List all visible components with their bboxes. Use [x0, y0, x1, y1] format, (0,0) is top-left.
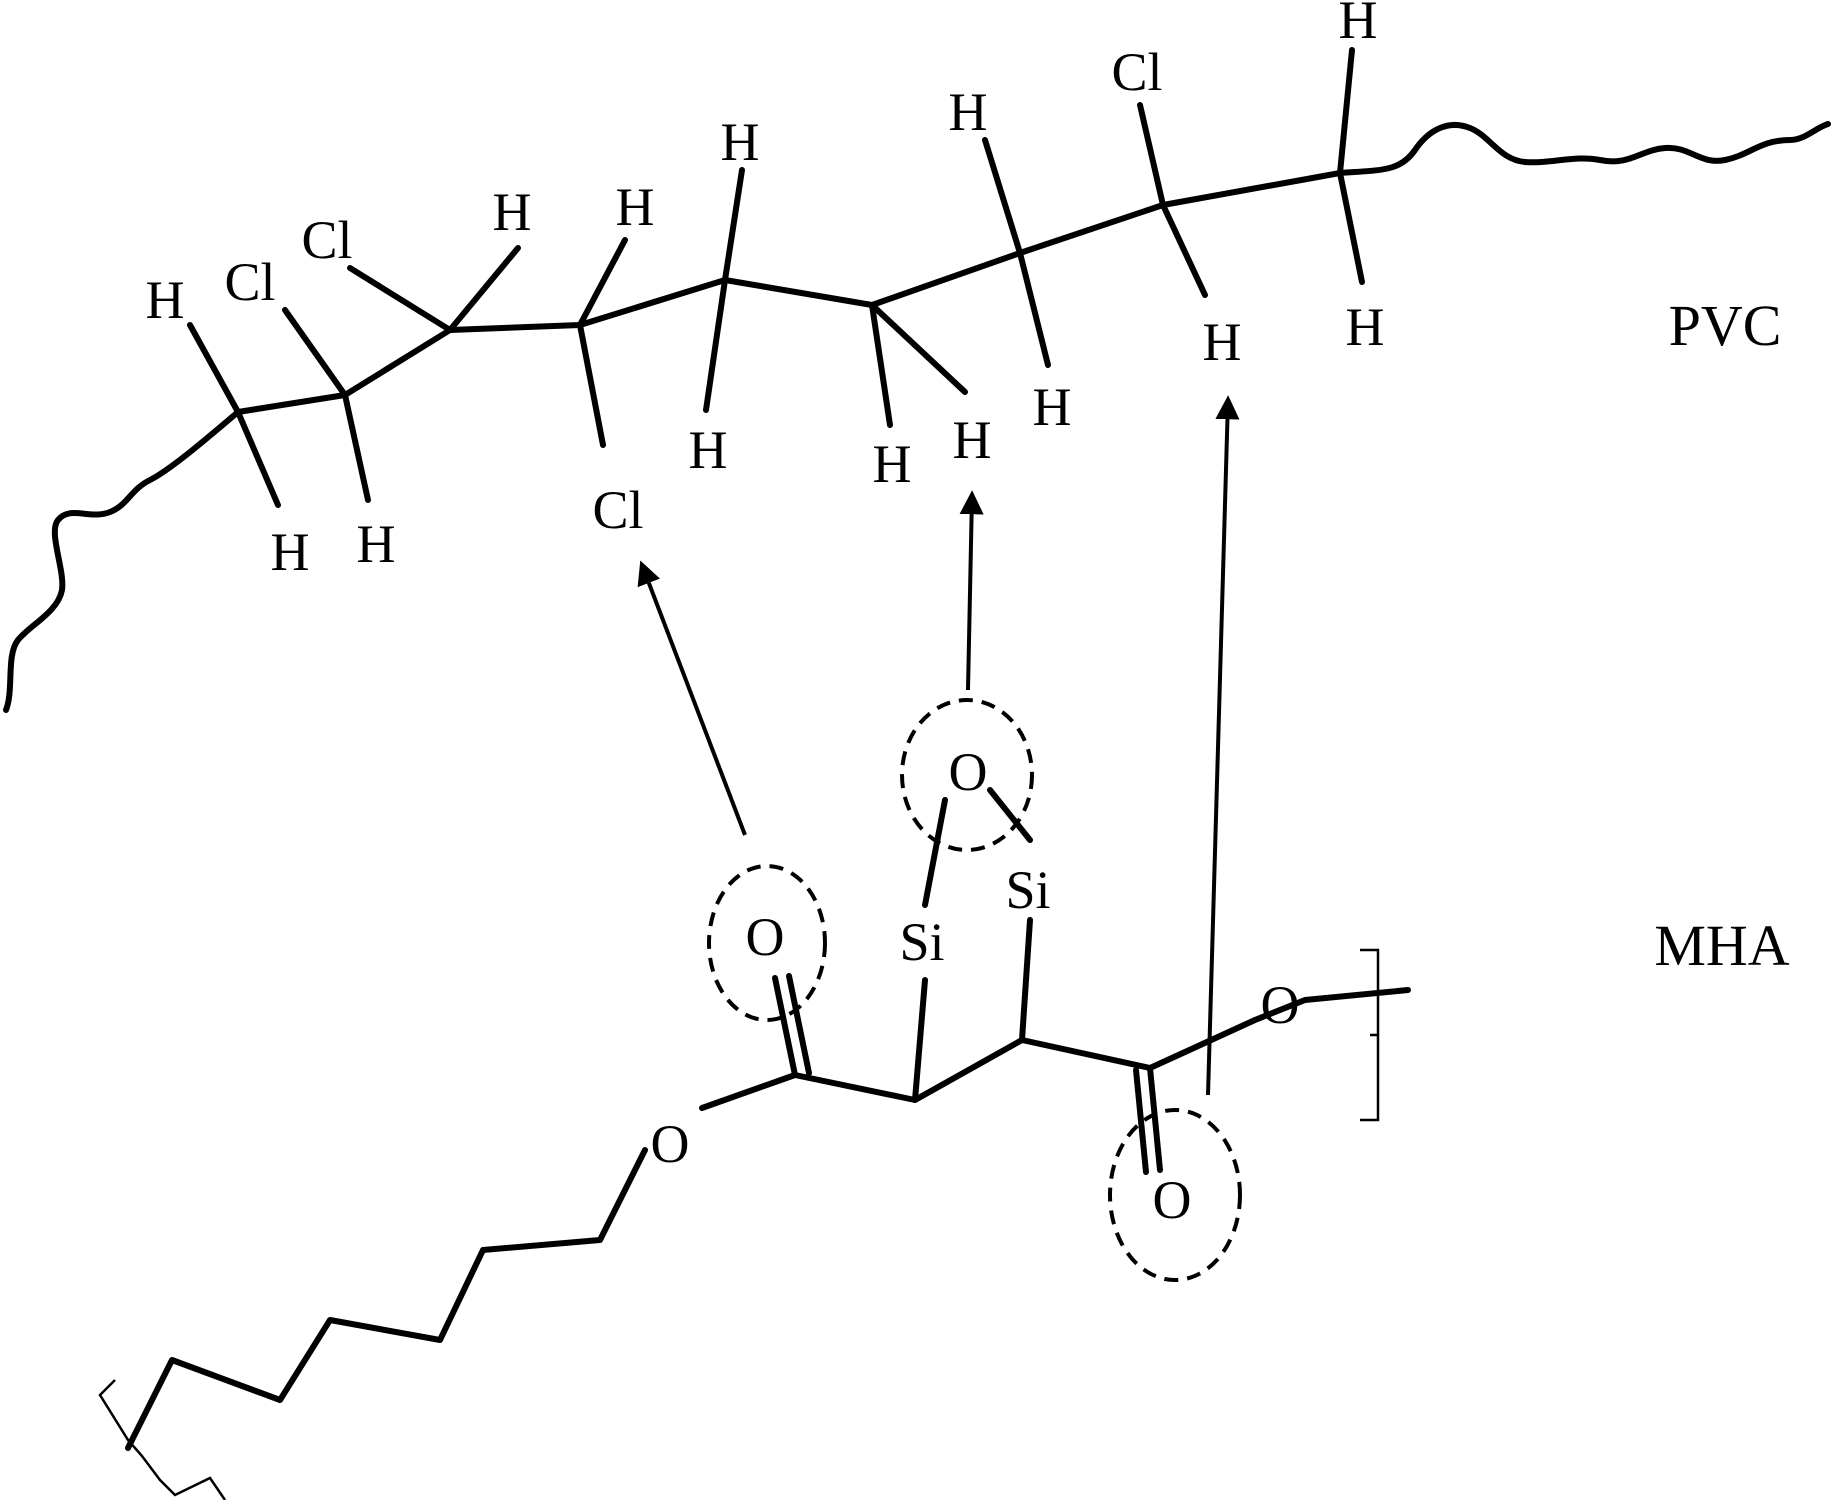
- bond-c2-cl: [282, 307, 348, 398]
- pvc-atom-h: H: [1203, 312, 1242, 372]
- bond-c9-h-down: [1337, 170, 1365, 285]
- bond-c5-h-down: [703, 277, 728, 413]
- pvc-chain: H Cl H H Cl H H Cl H H H H H H Cl H H H: [3, 0, 1831, 713]
- pvc-atom-h: H: [1033, 377, 1072, 437]
- bond-c4-cl: [577, 237, 628, 328]
- bond-c8-cl: [1137, 102, 1166, 208]
- pvc-atom-h: H: [689, 420, 728, 480]
- pvc-atom-cl: Cl: [1111, 42, 1162, 102]
- pvc-wavy-tail-right: [1337, 121, 1831, 176]
- interaction-arrows: [637, 395, 1240, 1096]
- pvc-atom-h: H: [1339, 0, 1378, 50]
- pvc-atom-h: H: [493, 182, 532, 242]
- pvc-atom-h: H: [953, 410, 992, 470]
- mha-backbone: [699, 987, 1411, 1111]
- bond-c1-h-down: [235, 409, 281, 508]
- mha-carbonyl-bond-1b: [786, 973, 812, 1076]
- pvc-atom-cl: H: [616, 177, 655, 237]
- pvc-atom-h: Cl: [301, 210, 352, 270]
- mha-atom-si: Si: [899, 912, 944, 972]
- pvc-atom-cl: H: [873, 434, 912, 494]
- mha-end-bracket-right: [1360, 948, 1380, 1122]
- bond-c6-h: [869, 302, 968, 395]
- pvc-atom-h: H: [1346, 297, 1385, 357]
- bond-c4-h-down: [577, 322, 606, 448]
- pvc-atom-cl: Cl: [224, 252, 275, 312]
- mha-oxygen-ring: [1108, 1108, 1242, 1282]
- mha-atom-o: O: [1261, 975, 1300, 1035]
- mha-oxygen-ring: [707, 864, 827, 1022]
- mha-atom-si: Si: [1005, 860, 1050, 920]
- mha-carbonyl-bond-1a: [772, 975, 798, 1078]
- mha-si2-bond: [1019, 917, 1033, 1043]
- mha-end-bracket-left: [98, 1379, 227, 1501]
- mha-alkyl-tail: [125, 1147, 648, 1451]
- bond-c2-h-down: [342, 392, 371, 503]
- pvc-backbone: [235, 170, 1343, 415]
- mha-label: MHA: [1654, 913, 1789, 978]
- pvc-atom-h: H: [146, 270, 185, 330]
- mha-atom-o: O: [651, 1114, 690, 1174]
- arrow-o-to-h: [959, 490, 984, 691]
- mha-oxygen-ring: [900, 698, 1034, 852]
- arrow-o-to-h: [637, 560, 747, 836]
- mha-atom-o: O: [746, 907, 785, 967]
- bond-c1-h: [187, 322, 241, 415]
- bond-c3-h: [347, 265, 453, 333]
- pvc-atom-h: H: [271, 522, 310, 582]
- mha-molecule: O Si O Si O O O: [98, 698, 1411, 1501]
- bond-c7-h-down: [1017, 250, 1051, 368]
- bond-c9-h-up: [1337, 47, 1355, 176]
- mha-si1-bond: [912, 977, 928, 1103]
- mha-atom-o: O: [1153, 1170, 1192, 1230]
- bond-c8-h-down: [1160, 202, 1208, 298]
- mha-si2-o-bond: [987, 787, 1033, 843]
- pvc-label: PVC: [1669, 293, 1782, 358]
- pvc-wavy-tail-left: [3, 409, 241, 713]
- mha-carbonyl-bond-2a: [1147, 1065, 1163, 1173]
- mha-carbonyl-bond-2b: [1133, 1067, 1149, 1175]
- bond-c7-h-up: [982, 137, 1023, 256]
- bond-c5-h-up: [722, 167, 745, 283]
- bond-c6-cl: [869, 302, 893, 428]
- pvc-atom-h: H: [357, 514, 396, 574]
- arrow-o-to-h: [1206, 395, 1240, 1096]
- bond-c3-h-up: [447, 245, 521, 333]
- pvc-atom-h: H: [949, 82, 988, 142]
- pvc-atom-h: H: [721, 112, 760, 172]
- mha-si1-o-bond: [922, 797, 948, 908]
- pvc-atom-h: Cl: [592, 480, 643, 540]
- mha-atom-o: O: [949, 742, 988, 802]
